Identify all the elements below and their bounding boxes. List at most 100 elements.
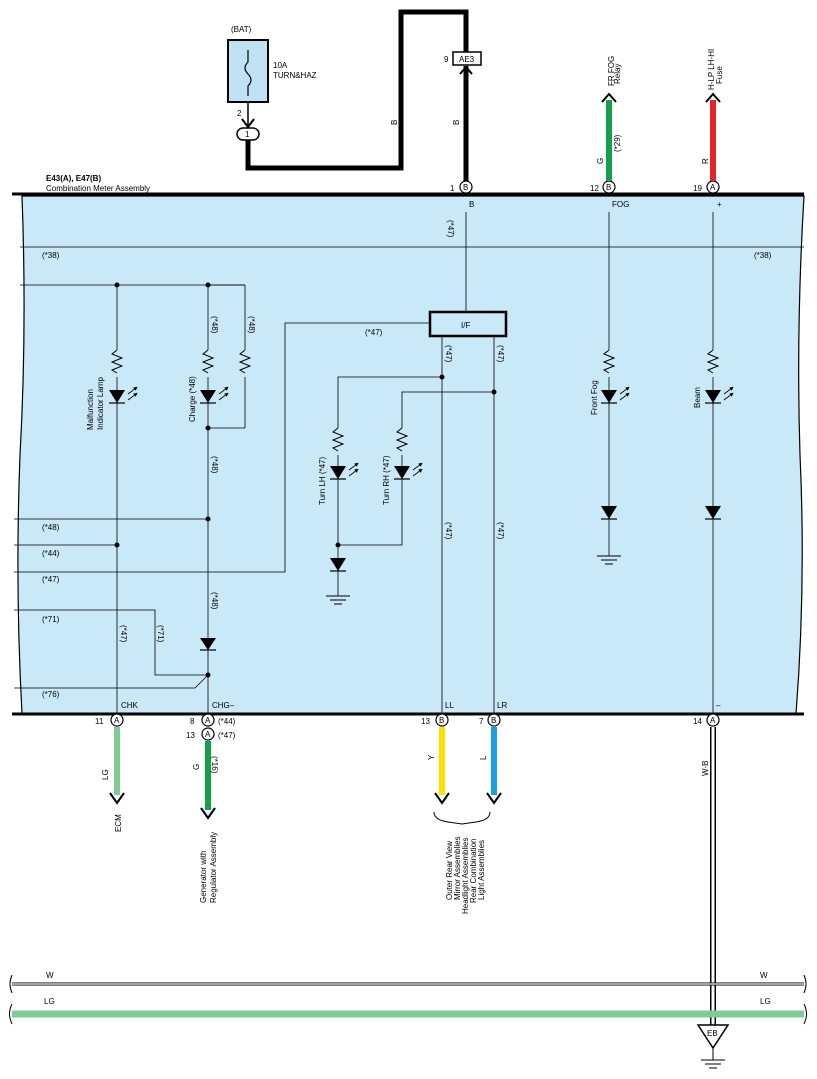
- beam-lamp: Beam: [693, 212, 734, 714]
- diagram-label: G: [596, 158, 605, 164]
- diagram-label: FR FOG: [607, 56, 616, 86]
- turn-rh-lamp: Turn RH (*47): [338, 391, 494, 546]
- diagram-label: LG: [760, 997, 771, 1006]
- diagram-label: +: [717, 200, 722, 209]
- turn-lh-lamp: Turn LH (*47): [318, 376, 442, 605]
- combination-meter-panel: [12, 192, 805, 716]
- fuse-turn-haz: (BAT) 10A TURN&HAZ 2 1: [227, 25, 317, 141]
- bottom-pin-11: 11 A LG ECM: [95, 713, 125, 832]
- diagram-label: (*44): [218, 717, 236, 726]
- diagram-label: Charge (*48): [188, 376, 197, 422]
- diagram-label: Mirror Assemblies: [453, 836, 462, 900]
- diagram-label: 7: [479, 717, 484, 726]
- diagram-label: (*47): [496, 345, 505, 363]
- top-pin-12-fog: 12 B FR FOG Relay G (*29) FOG: [590, 56, 629, 209]
- note-38-right: (*38): [754, 251, 772, 260]
- diagram-label: 13: [186, 731, 195, 740]
- diagram-label: B: [439, 716, 444, 725]
- fuse-pin: 2: [237, 109, 242, 118]
- diagram-label: Front Fog: [590, 380, 599, 415]
- terminal-lr: LR: [497, 701, 507, 710]
- diagram-label: (*48): [210, 592, 219, 610]
- diagram-label: I/F: [461, 321, 470, 330]
- diagram-label: (*71): [42, 615, 60, 624]
- diagram-label: Malfunction: [86, 389, 95, 430]
- diagram-label: B: [491, 716, 496, 725]
- diagram-label: H-LP LH-HI: [707, 49, 716, 90]
- bottom-pin-13-b: 13 B Y: [421, 713, 450, 805]
- diagram-label: B: [606, 183, 611, 192]
- diagram-label: (*47): [218, 731, 236, 740]
- diagram-label: R: [701, 158, 710, 164]
- diagram-label: Generator with: [199, 851, 208, 903]
- diagram-label: W: [46, 971, 54, 980]
- ground-eb: EB: [696, 1024, 730, 1069]
- diagram-label: A: [205, 716, 211, 725]
- wire-b-label-1: B: [390, 120, 399, 125]
- ll-lr-destination: Outer Rear View Mirror Assemblies Headli…: [433, 811, 491, 914]
- top-pin-19-plus: 19 A H-LP LH-HI Fuse R +: [693, 49, 724, 209]
- diagram-label: (*47): [496, 522, 505, 540]
- diagram-label: EB: [707, 1029, 718, 1038]
- diagram-label: (*48): [210, 456, 219, 474]
- diagram-label: (*71): [156, 625, 165, 643]
- diagram-label: (*48): [210, 316, 219, 334]
- bottom-pin-14: 14 A W-B: [693, 713, 720, 1025]
- joint-pin: 1: [245, 130, 250, 139]
- diagram-label: LG: [44, 997, 55, 1006]
- diagram-label: (*47): [365, 328, 383, 337]
- diagram-label: 9: [444, 55, 449, 64]
- diagram-label: 11: [95, 717, 104, 726]
- bottom-pin-8-13-a: 8 A (*44) 13 A (*47) G (*16) Generator w…: [186, 713, 236, 903]
- diagram-label: Indicator Lamp: [96, 377, 105, 430]
- meter-title-ids: E43(A), E47(B): [46, 174, 101, 183]
- diagram-label: (*16): [210, 756, 219, 774]
- wire-b-loop: [245, 9, 469, 171]
- diagram-label: Headlight Assemblies: [461, 838, 470, 914]
- diagram-label: 1: [450, 184, 455, 193]
- diagram-label: 14: [693, 717, 702, 726]
- diagram-label: A: [114, 716, 120, 725]
- diagram-label: L: [479, 755, 488, 760]
- fuse-rating: 10A: [273, 61, 288, 70]
- diagram-label: Fuse: [715, 66, 724, 84]
- diagram-label: LG: [101, 769, 110, 780]
- diagram-label: AE3: [459, 55, 475, 64]
- diagram-label: Rear Combination: [469, 839, 478, 903]
- diagram-label: W-B: [701, 761, 710, 776]
- malfunction-indicator-lamp: Malfunction Indicator Lamp: [86, 285, 138, 714]
- diagram-label: (*47): [42, 575, 60, 584]
- interface-block: I/F (*47) (*47) (*47) (*47): [428, 310, 508, 714]
- fuse-name: TURN&HAZ: [273, 71, 317, 80]
- bus-lg: LG LG: [9, 997, 807, 1025]
- left-note-lines: (*48) (*44) (*47) (*47) (*71) (*71) (*47…: [14, 322, 430, 699]
- diagram-label: Outer Rear View: [445, 841, 454, 900]
- wire-b-label-2: B: [452, 120, 461, 125]
- terminal-chg: CHG–: [212, 701, 235, 710]
- diagram-label: (*48): [42, 523, 60, 532]
- diagram-label: (*47): [444, 345, 453, 363]
- diagram-label: W: [760, 971, 768, 980]
- diagram-label: Y: [427, 754, 436, 760]
- diagram-label: 12: [590, 184, 599, 193]
- diagram-label: B: [469, 200, 474, 209]
- diagram-label: (*29): [613, 134, 622, 152]
- diagram-label: Turn RH (*47): [382, 455, 391, 505]
- diagram-label: (*44): [42, 549, 60, 558]
- terminal-minus: –: [716, 701, 721, 710]
- terminal-ll: LL: [445, 701, 454, 710]
- top-pin-1: 1 B B (*47): [446, 180, 474, 312]
- diagram-label: ECM: [114, 814, 123, 832]
- front-fog-lamp: Front Fog: [590, 212, 630, 565]
- diagram-label: (*47): [446, 220, 455, 238]
- diagram-label: Relay: [613, 64, 622, 84]
- diagram-label: (*47): [444, 522, 453, 540]
- diagram-label: 8: [190, 717, 195, 726]
- diagram-label: G: [192, 764, 201, 770]
- diagram-label: A: [710, 716, 716, 725]
- bus-w: W W: [9, 971, 807, 994]
- note-38-left: (*38): [42, 251, 60, 260]
- diagram-label: A: [710, 183, 716, 192]
- diagram-label: B: [463, 183, 468, 192]
